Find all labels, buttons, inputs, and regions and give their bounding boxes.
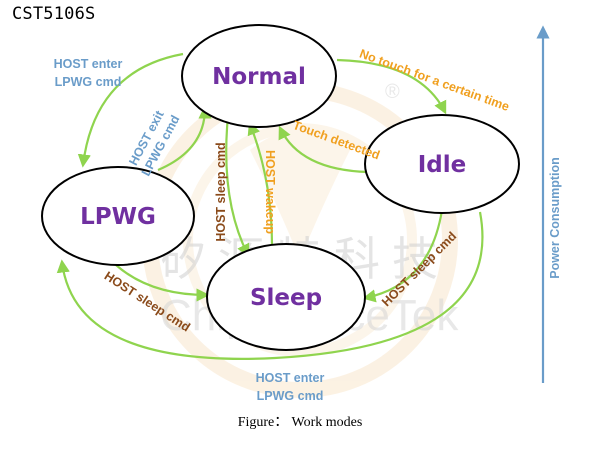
label-sleep-to-normal: HOST wakeup bbox=[263, 150, 277, 234]
arrow-sleep-to-normal bbox=[247, 121, 274, 246]
arrow-idle-to-lpwg bbox=[56, 211, 484, 360]
power-axis-label: Power Consumption bbox=[548, 157, 562, 279]
arrow-lpwg-to-normal bbox=[157, 105, 212, 172]
power-axis: Power Consumption bbox=[548, 157, 562, 279]
label-normal-to-sleep-text: HOST sleep cmd bbox=[214, 142, 228, 241]
label-normal-to-lpwg-line2: LPWG cmd bbox=[55, 75, 122, 89]
node-normal: Normal bbox=[181, 24, 337, 128]
arrow-lpwg-to-sleep bbox=[115, 264, 210, 302]
arrow-idle-to-sleep bbox=[362, 209, 444, 303]
arrow-normal-to-sleep bbox=[225, 115, 250, 258]
node-normal-label: Normal bbox=[212, 64, 306, 90]
label-idle-to-lpwg-line2: LPWG cmd bbox=[257, 389, 324, 403]
label-sleep-to-normal-text: HOST wakeup bbox=[263, 150, 277, 234]
node-sleep: Sleep bbox=[206, 243, 366, 351]
document-title: CST5106S bbox=[12, 4, 96, 24]
label-normal-to-idle-text: No touch for a certain time bbox=[358, 47, 512, 114]
node-sleep-label: Sleep bbox=[250, 285, 322, 311]
label-normal-to-idle: No touch for a certain time bbox=[358, 47, 512, 114]
node-lpwg: LPWG bbox=[41, 166, 195, 266]
label-normal-to-sleep: HOST sleep cmd bbox=[214, 142, 228, 241]
arrow-idle-to-normal bbox=[278, 125, 369, 174]
arrow-normal-to-idle bbox=[336, 58, 447, 115]
label-idle-to-lpwg-line1: HOST enter bbox=[256, 371, 325, 385]
transition-arrows bbox=[56, 52, 484, 360]
node-lpwg-label: LPWG bbox=[80, 204, 156, 230]
node-idle-label: Idle bbox=[418, 152, 467, 178]
node-idle: Idle bbox=[364, 114, 520, 214]
figure-caption: Figure： Work modes bbox=[237, 415, 363, 430]
label-normal-to-lpwg-line1: HOST enter bbox=[54, 57, 123, 71]
registered-mark: ® bbox=[385, 81, 400, 103]
arrow-normal-to-lpwg bbox=[77, 52, 184, 168]
